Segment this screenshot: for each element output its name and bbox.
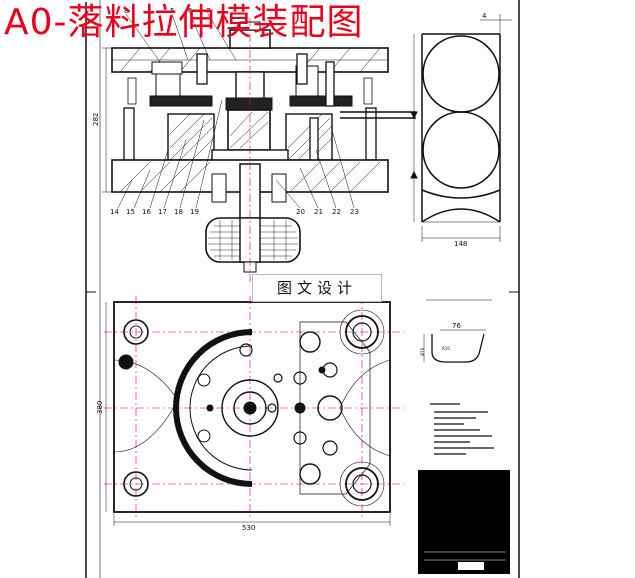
section-height-dim: 282: [92, 113, 100, 126]
technical-notes: [430, 403, 494, 455]
blank-width-dim: 148: [454, 240, 467, 248]
part-number: 18: [174, 208, 183, 216]
part-label-5: 5: [170, 7, 174, 15]
part-label-6: 6: [188, 7, 193, 15]
part-number: 23: [350, 208, 359, 216]
part-number: 22: [332, 208, 341, 216]
detail-dim-side: Ø70: [420, 347, 425, 356]
part-label-7: 7: [206, 7, 210, 15]
blank-layout-view: [410, 14, 512, 242]
part-number: 14: [110, 208, 119, 216]
part-detail: [423, 299, 492, 363]
drawing-frame: [85, 0, 520, 578]
part-number: 15: [126, 208, 135, 216]
plan-height-dim: 380: [96, 401, 104, 414]
section-part-numbers: 14 15 16 17 18 19 20 21 22 23: [110, 208, 359, 216]
section-view: [102, 13, 416, 282]
plan-width-dim: 530: [242, 524, 255, 532]
section-top-labels: 8 5 6 7: [124, 7, 210, 15]
blank-top-dim: 4: [482, 12, 487, 20]
title-block: [418, 470, 510, 574]
part-number: 20: [296, 208, 305, 216]
part-number: 17: [158, 208, 167, 216]
part-label-8: 8: [124, 7, 128, 15]
drawing-title: A0-落料拉伸模装配图: [4, 2, 364, 43]
plan-view: [104, 296, 404, 526]
watermark-label: 图文设计: [252, 274, 382, 302]
part-number: 19: [190, 208, 199, 216]
detail-label: R10: [442, 346, 450, 351]
part-number: 16: [142, 208, 151, 216]
part-number: 21: [314, 208, 323, 216]
detail-dim-76: 76: [452, 322, 461, 330]
